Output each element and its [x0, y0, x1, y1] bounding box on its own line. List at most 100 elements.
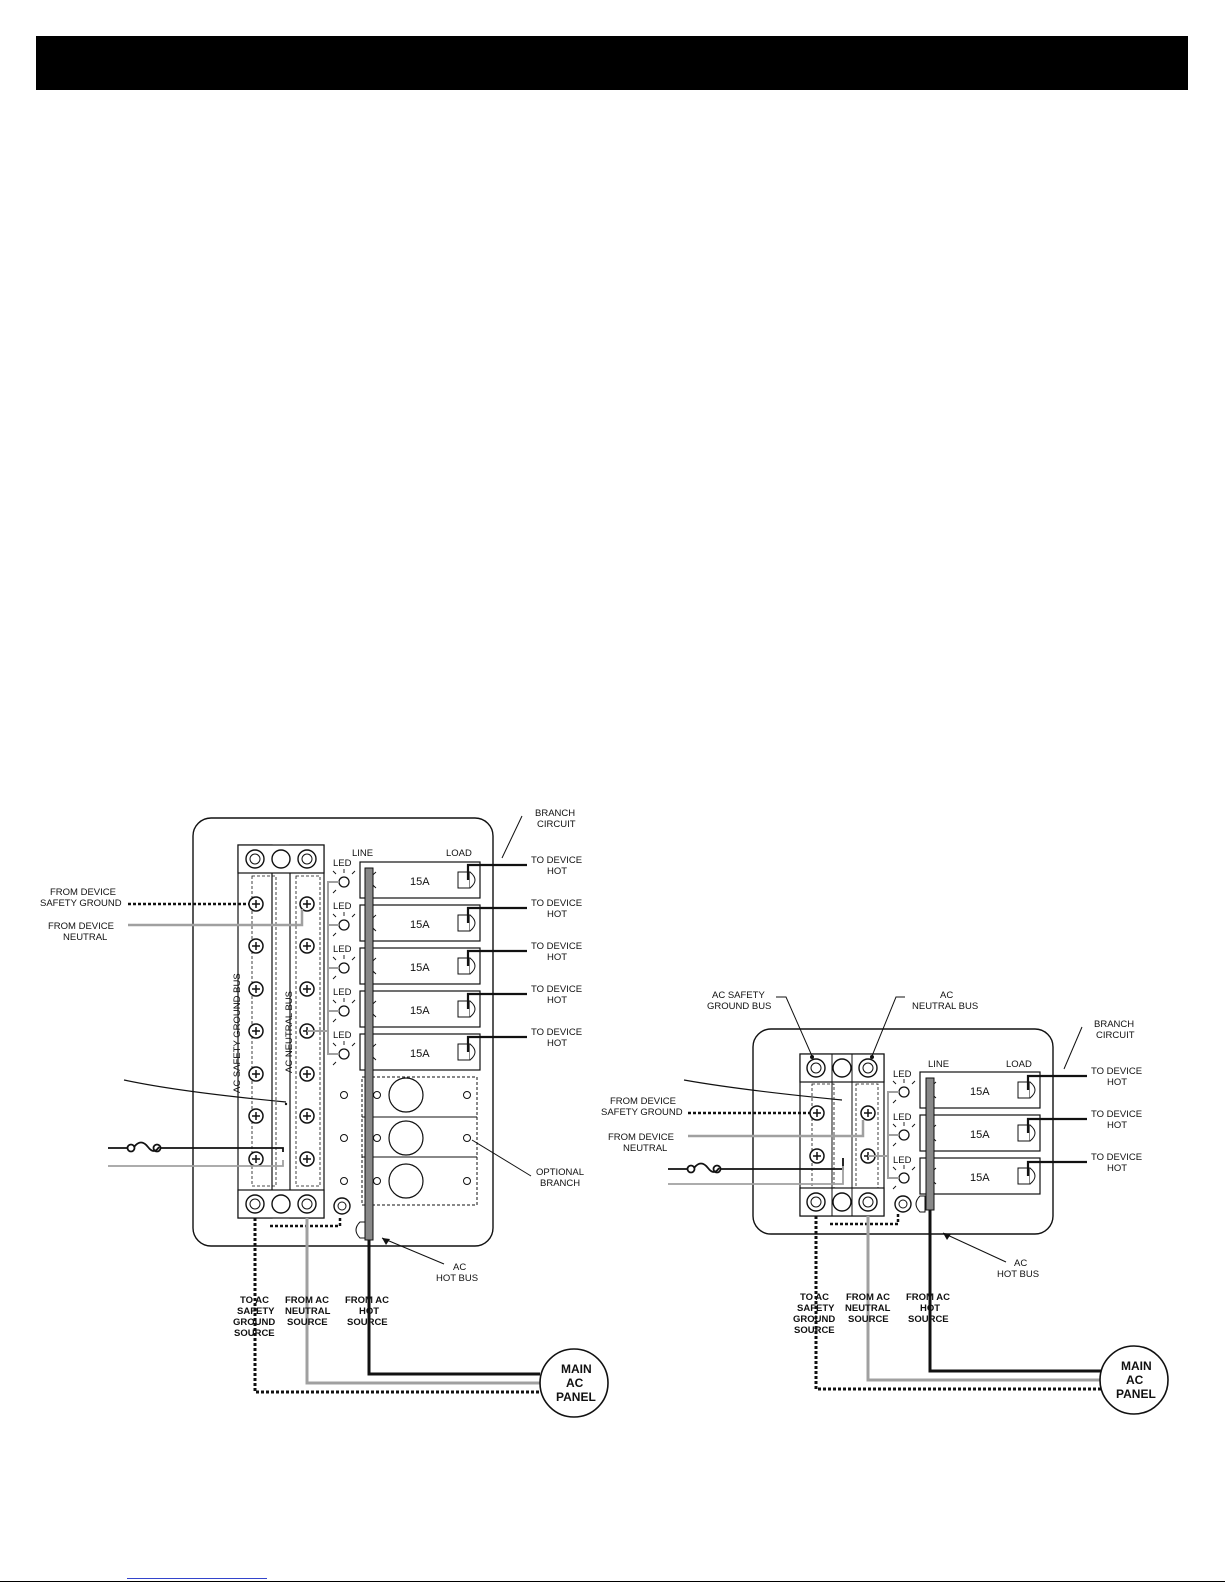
svg-text:FROM AC: FROM AC	[285, 1295, 329, 1306]
right-from-device-ground-b: SAFETY GROUND	[601, 1107, 683, 1118]
left-from-device-ground-a: FROM DEVICE	[50, 887, 116, 898]
right-branch-circuit-a: BRANCH	[1094, 1019, 1134, 1030]
left-fuse-wire	[108, 1141, 284, 1153]
left-breaker-2-rating: 15A	[410, 919, 430, 931]
right-from-device-ground-a: FROM DEVICE	[610, 1096, 676, 1107]
left-ground-source-wire	[253, 1218, 540, 1394]
left-main-ac-panel-c: PANEL	[556, 1390, 596, 1404]
left-device-hot-wires	[466, 863, 527, 1052]
left-ground-screws	[248, 896, 264, 1167]
right-device-neutral-wire	[688, 1120, 865, 1138]
left-led-label-1: LED	[333, 858, 352, 869]
right-main-ac-panel-b: AC	[1126, 1373, 1144, 1387]
left-breaker-5-rating: 15A	[410, 1048, 430, 1060]
svg-text:GROUND: GROUND	[233, 1317, 275, 1328]
left-wiring-diagram: AC SAFETY GROUND BUS AC NEUTRAL BUS 15A …	[40, 808, 609, 1418]
left-main-ac-panel-b: AC	[566, 1376, 584, 1390]
left-to-device-hot-5b: HOT	[547, 1038, 567, 1049]
left-breaker-3-rating: 15A	[410, 962, 430, 974]
left-breaker-1-rating: 15A	[410, 876, 430, 888]
left-to-device-hot-1b: HOT	[547, 866, 567, 877]
left-led-label-5: LED	[333, 1030, 352, 1041]
svg-text:GROUND: GROUND	[793, 1314, 835, 1325]
svg-text:NEUTRAL: NEUTRAL	[845, 1303, 891, 1314]
left-bottom-nut-1	[245, 1194, 265, 1214]
right-ground-source-wire	[814, 1216, 1101, 1391]
left-bottom-nut-2	[271, 1194, 291, 1214]
svg-text:SOURCE: SOURCE	[794, 1325, 835, 1336]
left-led-indicators	[329, 869, 356, 1066]
right-to-device-hot-3b: HOT	[1107, 1163, 1127, 1174]
left-hot-bus-nut	[333, 1197, 351, 1215]
svg-text:TO AC: TO AC	[800, 1292, 829, 1303]
footer-rule	[0, 1581, 1225, 1582]
svg-text:SAFETY: SAFETY	[237, 1306, 275, 1317]
right-from-device-neutral-b: NEUTRAL	[623, 1143, 667, 1154]
svg-text:SOURCE: SOURCE	[848, 1314, 889, 1325]
right-ac-hot-bus-a: AC	[1014, 1258, 1027, 1269]
svg-text:SOURCE: SOURCE	[908, 1314, 949, 1325]
left-ac-hot-bus-a: AC	[453, 1262, 466, 1273]
left-ac-hot-bus-b: HOT BUS	[436, 1273, 478, 1284]
right-to-device-hot-1b: HOT	[1107, 1077, 1127, 1088]
right-to-device-hot-2a: TO DEVICE	[1091, 1109, 1142, 1120]
left-neutral-source-wire	[305, 1218, 540, 1385]
left-optional-branch-b: BRANCH	[540, 1178, 580, 1189]
right-breaker-2-rating: 15A	[970, 1129, 990, 1141]
left-ac-hot-bus	[364, 867, 374, 1241]
right-main-ac-panel	[1099, 1345, 1169, 1415]
left-optional-branch-a: OPTIONAL	[536, 1167, 584, 1178]
right-device-hot-wires	[1026, 1074, 1087, 1176]
right-breaker-3-rating: 15A	[970, 1172, 990, 1184]
left-to-device-hot-4a: TO DEVICE	[531, 984, 582, 995]
left-panel-outline	[192, 817, 494, 1247]
right-to-device-hot-2b: HOT	[1107, 1120, 1127, 1131]
left-breaker-rows	[359, 861, 481, 1071]
right-from-device-neutral-a: FROM DEVICE	[608, 1132, 674, 1143]
right-neutral-bus-label-a: AC	[940, 990, 953, 1001]
left-led-label-4: LED	[333, 987, 352, 998]
right-neutral-bus-label-b: NEUTRAL BUS	[912, 1001, 978, 1012]
svg-text:FROM AC: FROM AC	[846, 1292, 890, 1303]
right-to-device-hot-3a: TO DEVICE	[1091, 1152, 1142, 1163]
right-branch-circuit-b: CIRCUIT	[1096, 1030, 1135, 1041]
left-main-ac-panel-a: MAIN	[561, 1362, 592, 1376]
left-optional-branch-slots	[340, 1076, 478, 1206]
svg-text:NEUTRAL: NEUTRAL	[285, 1306, 331, 1317]
right-main-ac-panel-a: MAIN	[1121, 1359, 1152, 1373]
right-ground-bus-label-b: GROUND BUS	[707, 1001, 771, 1012]
footer-link-underline[interactable]	[127, 1578, 267, 1579]
right-breaker-1-rating: 15A	[970, 1086, 990, 1098]
svg-text:HOT: HOT	[920, 1303, 940, 1314]
left-to-device-hot-2b: HOT	[547, 909, 567, 920]
svg-text:SOURCE: SOURCE	[347, 1317, 388, 1328]
left-top-nut-1	[245, 849, 265, 869]
svg-text:TO AC: TO AC	[240, 1295, 269, 1306]
right-ac-hot-bus-b: HOT BUS	[997, 1269, 1039, 1280]
right-line-label: LINE	[928, 1059, 949, 1070]
left-to-device-hot-1a: TO DEVICE	[531, 855, 582, 866]
right-led-label-3: LED	[893, 1155, 912, 1166]
right-panel-outline	[752, 1028, 1054, 1235]
left-source-labels: TO AC SAFETY GROUND SOURCE FROM AC NEUTR…	[233, 1295, 389, 1339]
svg-text:SOURCE: SOURCE	[287, 1317, 328, 1328]
left-branch-circuit-a: BRANCH	[535, 808, 575, 819]
left-branch-circuit-b: CIRCUIT	[537, 819, 576, 830]
svg-text:SAFETY: SAFETY	[797, 1303, 835, 1314]
right-wiring-diagram: AC SAFETY GROUND BUS AC NEUTRAL BUS BRAN…	[601, 990, 1169, 1415]
right-neutral-source-wire	[866, 1216, 1101, 1382]
svg-text:HOT: HOT	[359, 1306, 379, 1317]
left-led-label-3: LED	[333, 944, 352, 955]
left-top-nut-2	[271, 849, 291, 869]
left-device-neutral-wire	[128, 909, 304, 927]
left-led-label-2: LED	[333, 901, 352, 912]
right-load-label: LOAD	[1006, 1059, 1032, 1070]
right-source-labels: TO AC SAFETY GROUND SOURCE FROM AC NEUTR…	[793, 1292, 950, 1336]
left-from-device-neutral-b: NEUTRAL	[63, 932, 107, 943]
left-to-device-hot-3a: TO DEVICE	[531, 941, 582, 952]
svg-text:FROM AC: FROM AC	[345, 1295, 389, 1306]
left-line-label: LINE	[352, 848, 373, 859]
left-to-device-hot-5a: TO DEVICE	[531, 1027, 582, 1038]
header-bar	[36, 36, 1188, 90]
